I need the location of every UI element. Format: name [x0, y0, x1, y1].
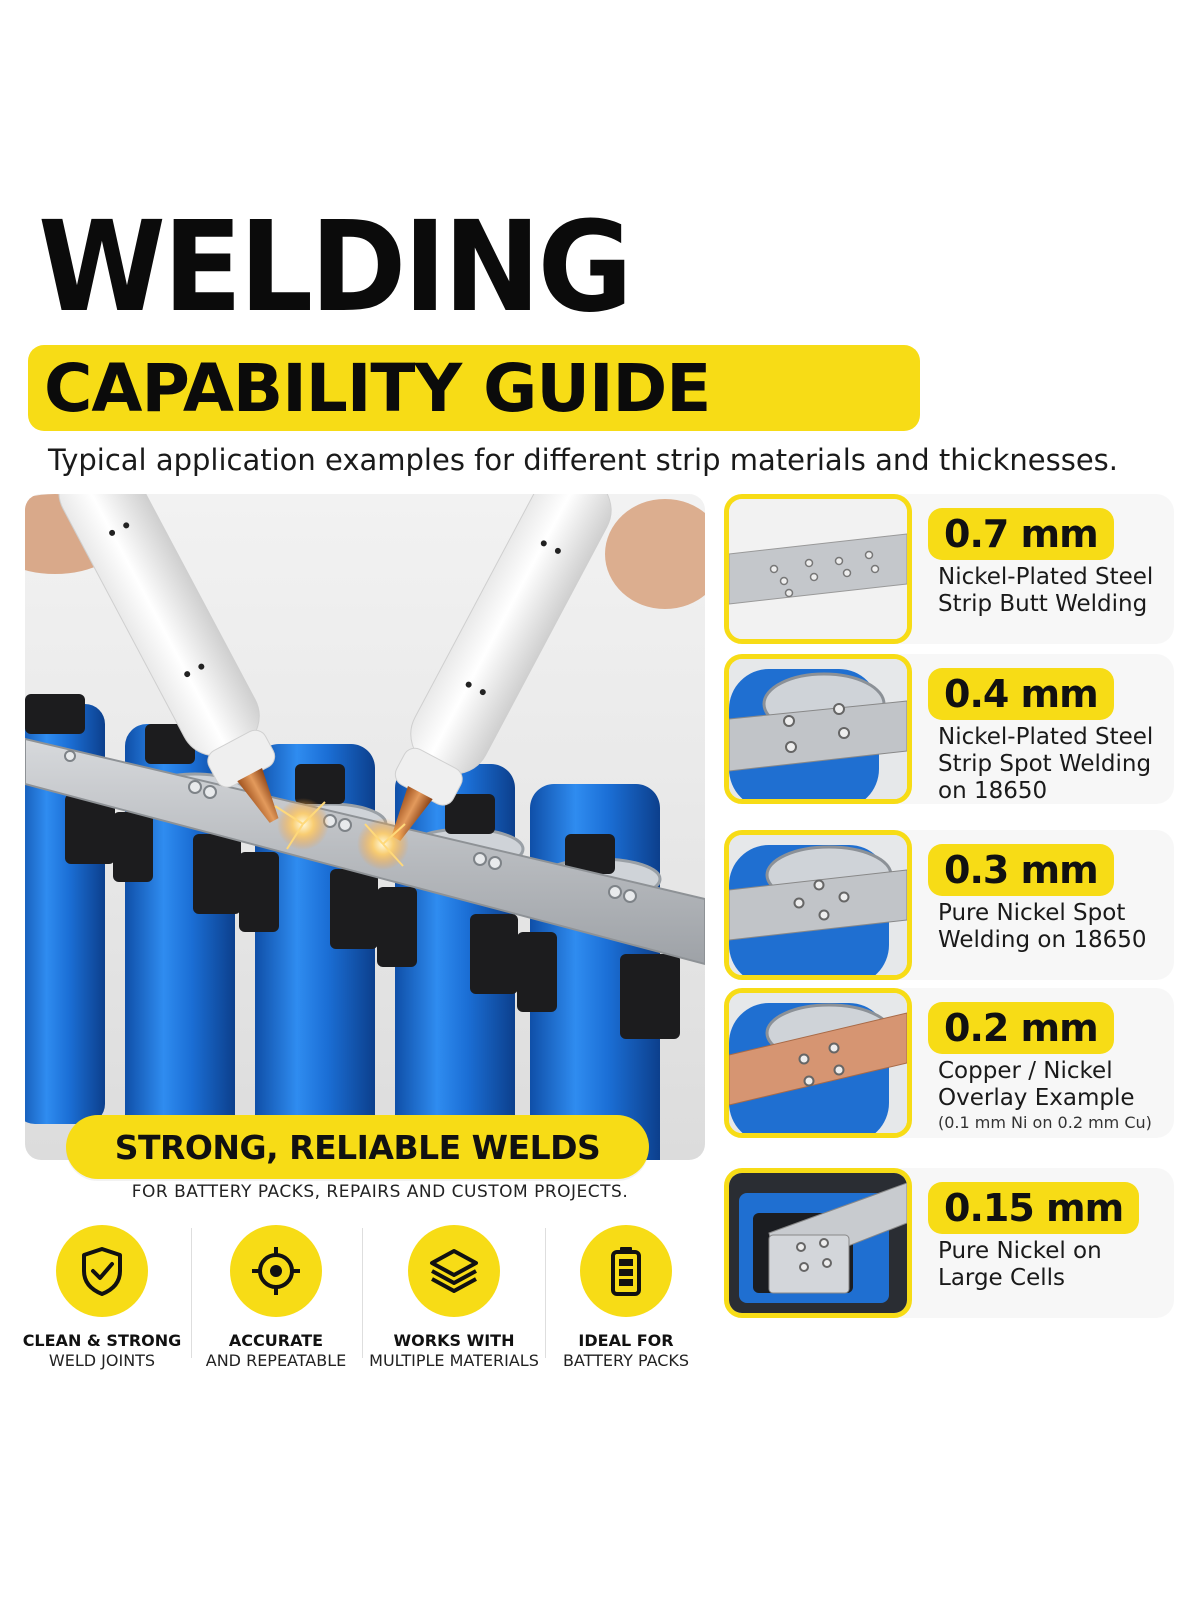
card-line: Pure Nickel on	[938, 1238, 1102, 1264]
card-description: Pure Nickel on Large Cells	[938, 1238, 1174, 1292]
thickness-badge: 0.7 mm	[928, 508, 1114, 560]
layers-icon	[408, 1225, 500, 1317]
thickness-badge: 0.3 mm	[928, 844, 1114, 896]
card-thumbnail	[724, 1168, 912, 1318]
thickness-badge: 0.4 mm	[928, 668, 1114, 720]
page-subtitle: CAPABILITY GUIDE	[44, 350, 711, 427]
page-title: WELDING	[38, 194, 633, 340]
hero-photo	[25, 494, 705, 1160]
feature-divider	[191, 1228, 192, 1358]
thickness-card-0-2mm: 0.2 mm Copper / Nickel Overlay Example (…	[724, 988, 1174, 1138]
card-line: Copper / Nickel	[938, 1058, 1113, 1084]
card-line: Strip Butt Welding	[938, 591, 1148, 617]
card-note: (0.1 mm Ni on 0.2 mm Cu)	[938, 1113, 1152, 1132]
card-thumbnail	[724, 988, 912, 1138]
subtitle-highlight	[28, 345, 920, 431]
feature-line1: CLEAN & STRONG	[22, 1331, 182, 1350]
card-thumbnail	[724, 830, 912, 980]
card-description: Nickel-Plated Steel Strip Spot Welding o…	[938, 724, 1174, 805]
feature-divider	[362, 1228, 363, 1358]
strong-welds-subline: FOR BATTERY PACKS, REPAIRS AND CUSTOM PR…	[131, 1182, 629, 1202]
thickness-badge: 0.15 mm	[928, 1182, 1140, 1234]
feature-line1: ACCURATE	[228, 1331, 324, 1350]
shield-check-icon	[56, 1225, 148, 1317]
card-description: Pure Nickel Spot Welding on 18650	[938, 900, 1174, 954]
feature-line2: AND REPEATABLE	[205, 1351, 347, 1370]
card-line: Strip Spot Welding	[938, 751, 1152, 777]
feature-line1: IDEAL FOR	[578, 1331, 674, 1350]
feature-line2: WELD JOINTS	[48, 1351, 156, 1370]
feature-line1: WORKS WITH	[393, 1331, 515, 1350]
feature-multi-material: WORKS WITH MULTIPLE MATERIALS	[368, 1225, 540, 1371]
strong-welds-banner: STRONG, RELIABLE WELDS	[66, 1115, 649, 1179]
card-line: Nickel-Plated Steel	[938, 724, 1154, 750]
card-thumbnail	[724, 654, 912, 804]
battery-welding-illustration	[25, 494, 705, 1160]
feature-line2: BATTERY PACKS	[562, 1351, 690, 1370]
card-line: Large Cells	[938, 1265, 1065, 1291]
feature-clean-strong: CLEAN & STRONG WELD JOINTS	[16, 1225, 188, 1371]
thickness-badge: 0.2 mm	[928, 1002, 1114, 1054]
crosshair-icon	[230, 1225, 322, 1317]
thickness-card-0-15mm: 0.15 mm Pure Nickel on Large Cells	[724, 1168, 1174, 1318]
card-line: Welding on 18650	[938, 927, 1147, 953]
feature-battery-packs: IDEAL FOR BATTERY PACKS	[540, 1225, 712, 1371]
card-description: Nickel-Plated Steel Strip Butt Welding	[938, 564, 1174, 618]
feature-divider	[545, 1228, 546, 1358]
thickness-card-0-7mm: 0.7 mm Nickel-Plated Steel Strip Butt We…	[724, 494, 1174, 644]
card-thumbnail	[724, 494, 912, 644]
feature-line2: MULTIPLE MATERIALS	[369, 1351, 539, 1370]
card-line: Nickel-Plated Steel	[938, 564, 1154, 590]
thickness-card-0-4mm: 0.4 mm Nickel-Plated Steel Strip Spot We…	[724, 654, 1174, 804]
feature-accurate: ACCURATE AND REPEATABLE	[190, 1225, 362, 1371]
card-line: Overlay Example	[938, 1085, 1135, 1111]
card-line: Pure Nickel Spot	[938, 900, 1126, 926]
card-description: Copper / Nickel Overlay Example (0.1 mm …	[938, 1058, 1174, 1134]
card-line: on 18650	[938, 778, 1048, 804]
tagline: Typical application examples for differe…	[48, 443, 1119, 477]
battery-icon	[580, 1225, 672, 1317]
thickness-card-0-3mm: 0.3 mm Pure Nickel Spot Welding on 18650	[724, 830, 1174, 980]
